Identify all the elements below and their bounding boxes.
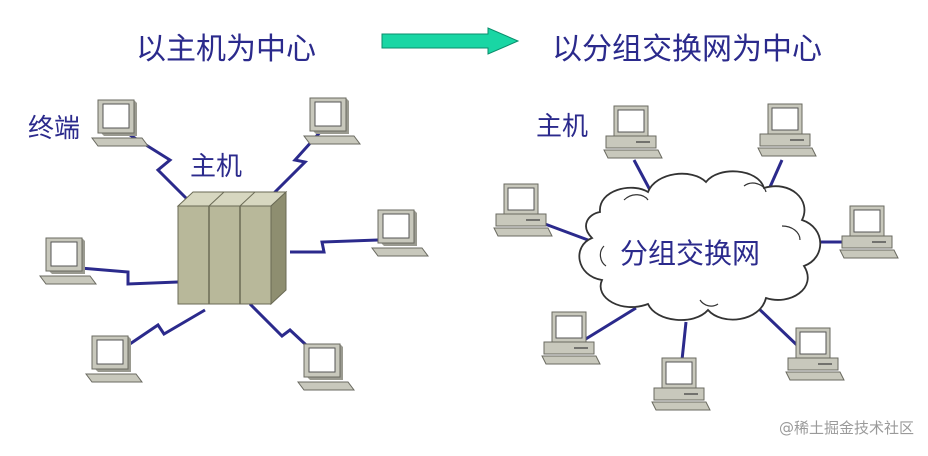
transition-arrow (381, 27, 520, 55)
link-terminal-right (290, 238, 379, 254)
network-cloud-icon (578, 170, 822, 321)
pc-icon-top-left (603, 105, 663, 159)
terminal-icon-top-left (91, 99, 149, 147)
terminal-icon-left (39, 237, 97, 285)
terminal-label: 终端 (28, 114, 81, 144)
link-pc-6 (680, 321, 688, 361)
mainframe-icon (176, 190, 288, 306)
pc-icon-bottom-right (785, 327, 845, 381)
terminal-icon-bottom-right (297, 343, 355, 391)
pc-icon-right (839, 205, 899, 259)
pc-icon-bottom-left (541, 311, 601, 365)
pc-icon-left (493, 183, 553, 237)
host-links (79, 128, 379, 360)
link-terminal-left (79, 266, 179, 286)
link-terminal-top-left (129, 133, 190, 202)
pc-icon-top-right (757, 103, 817, 157)
host-label-right: 主机 (536, 112, 589, 142)
link-pc-7 (754, 304, 802, 350)
network-label: 分组交换网 (620, 237, 761, 270)
host-label-left: 主机 (190, 152, 243, 182)
watermark: @稀土掘金技术社区 (778, 419, 914, 437)
terminal-icon-right (371, 209, 429, 257)
link-terminal-bottom-left (117, 308, 206, 354)
link-terminal-top-right (270, 128, 324, 197)
pc-icon-bottom-center (651, 357, 711, 411)
link-pc-3 (544, 222, 589, 242)
terminal-icon-top-right (303, 97, 361, 145)
left-title: 以主机为中心 (136, 32, 316, 67)
right-title: 以分组交换网为中心 (552, 32, 822, 67)
